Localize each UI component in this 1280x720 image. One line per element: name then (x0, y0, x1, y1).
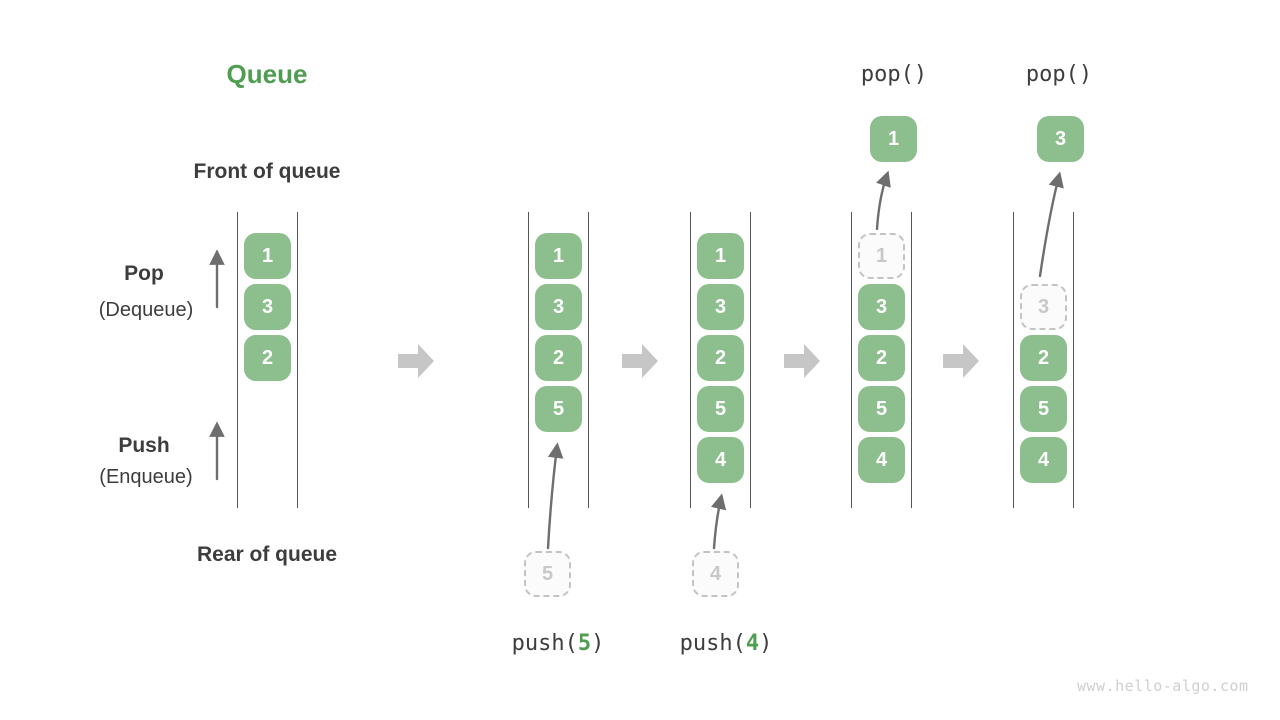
front-of-queue-label: Front of queue (193, 160, 341, 183)
queue-cell: 4 (1020, 437, 1067, 483)
queue-state-5: 3 2 5 4 (1013, 212, 1074, 508)
queue-cell: 4 (697, 437, 744, 483)
push-call-prefix: push( (511, 631, 578, 656)
pop-call-label: pop() (860, 62, 928, 87)
queue-cell: 2 (858, 335, 905, 381)
queue-state-3: 1 3 2 5 4 (690, 212, 751, 508)
push-call-arg: 4 (745, 631, 760, 656)
diagram-title: Queue (226, 59, 308, 89)
push-call-suffix: ) (591, 631, 605, 656)
popped-value-box: 1 (870, 116, 917, 162)
queue-cell: 2 (535, 335, 582, 381)
push-call-suffix: ) (759, 631, 773, 656)
queue-cell: 2 (1020, 335, 1067, 381)
queue-cell: 3 (535, 284, 582, 330)
push-call-arg: 5 (577, 631, 592, 656)
step-arrow-icon (622, 344, 658, 378)
popped-value-box: 3 (1037, 116, 1084, 162)
step-arrow-icon (943, 344, 979, 378)
queue-cell: 3 (244, 284, 291, 330)
queue-state-2: 1 3 2 5 (528, 212, 589, 508)
incoming-value-box: 4 (692, 551, 739, 597)
queue-cell: 3 (858, 284, 905, 330)
step-arrow-icon (398, 344, 434, 378)
queue-cell: 1 (535, 233, 582, 279)
pop-label: Pop (124, 262, 164, 285)
queue-cell-removed: 3 (1020, 284, 1067, 330)
push-label: Push (118, 434, 170, 457)
queue-cell: 3 (697, 284, 744, 330)
push-call-prefix: push( (679, 631, 746, 656)
step-arrow-icon (784, 344, 820, 378)
queue-cell: 1 (244, 233, 291, 279)
push-call-label: push(4) (680, 631, 773, 656)
queue-cell: 2 (697, 335, 744, 381)
enqueue-label: (Enqueue) (99, 466, 193, 488)
rear-of-queue-label: Rear of queue (196, 543, 338, 566)
queue-cell: 5 (858, 386, 905, 432)
queue-cell: 5 (697, 386, 744, 432)
pop-call-label: pop() (1025, 62, 1093, 87)
queue-cell: 5 (1020, 386, 1067, 432)
queue-cell: 5 (535, 386, 582, 432)
watermark: www.hello-algo.com (1077, 677, 1249, 695)
queue-cell-removed: 1 (858, 233, 905, 279)
queue-cell: 2 (244, 335, 291, 381)
push-call-label: push(5) (512, 631, 605, 656)
queue-state-1: 1 3 2 (237, 212, 298, 508)
queue-cell: 1 (697, 233, 744, 279)
dequeue-label: (Dequeue) (98, 299, 194, 321)
queue-cell: 4 (858, 437, 905, 483)
incoming-value-box: 5 (524, 551, 571, 597)
queue-state-4: 1 3 2 5 4 (851, 212, 912, 508)
